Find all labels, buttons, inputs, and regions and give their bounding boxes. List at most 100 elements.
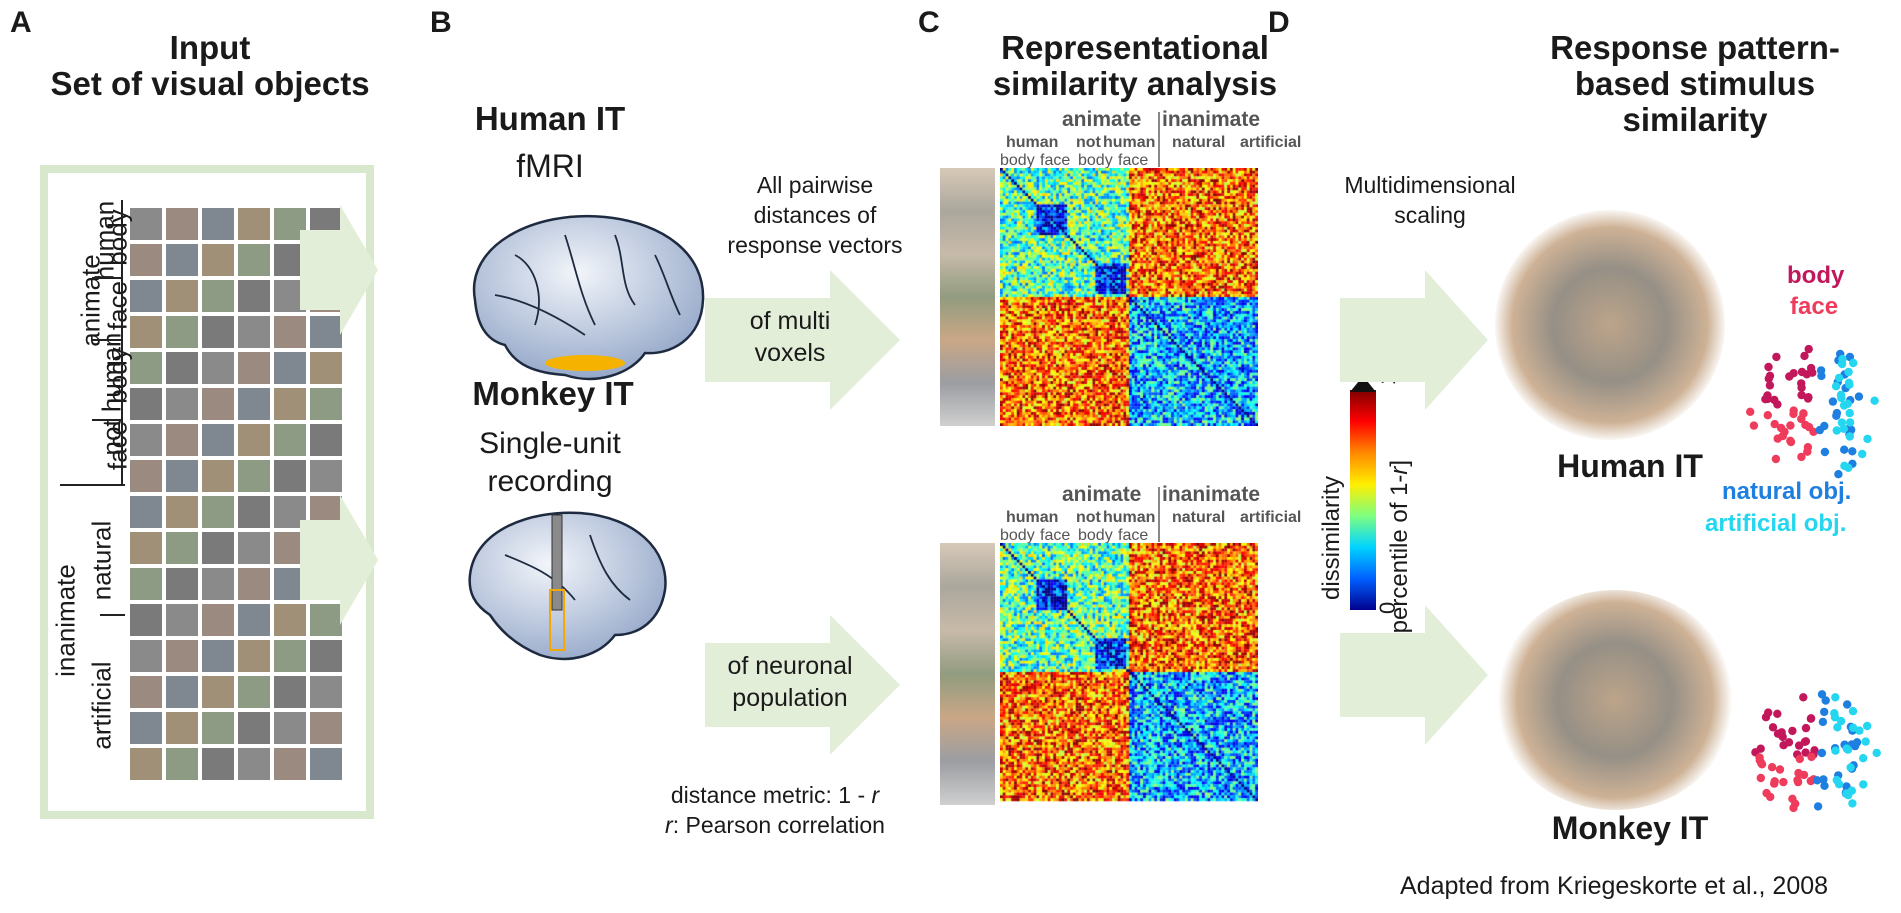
stimulus-thumbnail: [202, 424, 234, 456]
stimulus-thumbnail: [130, 676, 162, 708]
artificial-dot: [1844, 378, 1854, 387]
artificial-dot: [1831, 746, 1840, 755]
rdm-matrix-human: [1000, 168, 1258, 426]
pairwise-line3: response vectors: [727, 232, 903, 258]
arrow2-line1: of neuronal: [727, 652, 853, 680]
panel-a-title-line1: Input: [169, 29, 251, 66]
face-dot: [1793, 775, 1802, 785]
stimulus-thumbnail: [166, 712, 198, 744]
stimulus-thumbnail: [238, 748, 270, 780]
artificial-dot: [1836, 716, 1846, 726]
body-dot: [1761, 713, 1771, 722]
stimulus-thumbnail: [202, 748, 234, 780]
natural-dot: [1817, 748, 1827, 758]
natural-dot: [1843, 700, 1852, 709]
m2-head-human2: human: [1103, 509, 1156, 526]
body-dot: [1772, 352, 1781, 362]
stimulus-thumbnail: [166, 748, 198, 780]
body-dot: [1800, 351, 1809, 361]
body-dot: [1770, 395, 1779, 405]
arrow-a-to-b-top: [300, 205, 378, 335]
arrow-b-to-c-top: [705, 270, 900, 410]
body-dot: [1777, 728, 1786, 737]
stimulus-thumbnail: [274, 748, 306, 780]
mds-text: Multidimensional scaling: [1320, 170, 1540, 230]
human-category-dots: [1746, 344, 1879, 479]
stimulus-thumbnail: [310, 676, 342, 708]
stimulus-thumbnail: [166, 316, 198, 348]
artificial-dot: [1842, 744, 1851, 753]
stimulus-thumbnail: [238, 568, 270, 600]
stimulus-thumbnail: [274, 712, 306, 744]
stimulus-thumbnail: [202, 316, 234, 348]
artificial-dot: [1837, 359, 1847, 369]
stimulus-thumbnail: [310, 352, 342, 384]
body-dot: [1797, 390, 1806, 400]
panel-a-title-line2: Set of visual objects: [50, 65, 370, 102]
stimulus-thumbnail: [202, 460, 234, 492]
stimulus-thumbnail: [274, 604, 306, 636]
m2-head-inanimate: inanimate: [1162, 483, 1261, 506]
matrix2-stimulus-strip: [940, 543, 995, 805]
monkey-it-title: Monkey IT: [472, 375, 634, 412]
natural-dot: [1840, 445, 1849, 454]
pairwise-distance-text: All pairwise distances of response vecto…: [700, 170, 930, 260]
natural-dot: [1817, 690, 1827, 699]
m2-head-natural: natural: [1172, 509, 1226, 526]
monkey-it-label: Monkey IT: [1551, 810, 1709, 846]
stimulus-thumbnail: [202, 640, 234, 672]
natural-dot: [1820, 781, 1829, 790]
natural-dot: [1813, 802, 1823, 811]
face-dot: [1786, 421, 1795, 430]
single-unit-label: Single-unit recording: [450, 425, 650, 501]
stimulus-thumbnail: [130, 352, 162, 384]
colorbar: [1350, 390, 1376, 610]
m2-head-animate: animate: [1062, 483, 1142, 506]
m1-head-body2: body: [1078, 152, 1113, 169]
body-dot: [1764, 362, 1773, 372]
face-dot: [1786, 436, 1795, 445]
body-dot: [1768, 723, 1778, 732]
stimulus-thumbnail: [130, 604, 162, 636]
body-dot: [1801, 748, 1810, 757]
m1-head-human2: human: [1103, 134, 1156, 151]
metric-line2: r: Pearson correlation: [665, 812, 885, 838]
natural-dot: [1820, 447, 1830, 457]
natural-dot: [1818, 717, 1828, 727]
stimulus-thumbnail: [238, 532, 270, 564]
arrow-a-to-b-bottom: [300, 495, 378, 625]
stimulus-thumbnail: [202, 604, 234, 636]
stimulus-thumbnail: [130, 424, 162, 456]
body-dot: [1801, 723, 1811, 733]
natural-dot: [1848, 447, 1857, 456]
panel-a-title: Input Set of visual objects: [40, 30, 380, 102]
stimulus-thumbnail: [130, 460, 162, 492]
m1-head-face2: face: [1118, 152, 1149, 169]
stimulus-thumbnail: [310, 316, 342, 348]
artificial-dot: [1845, 432, 1854, 441]
face-dot: [1797, 452, 1806, 462]
m1-head-body1: body: [1000, 152, 1035, 169]
face-dot: [1801, 420, 1810, 430]
natural-dot: [1834, 470, 1843, 479]
stimulus-thumbnail: [166, 388, 198, 420]
stimulus-thumbnail: [238, 604, 270, 636]
body-dot: [1804, 344, 1813, 354]
m2-head-body2: body: [1078, 527, 1113, 544]
stimulus-thumbnail: [130, 712, 162, 744]
natural-dot: [1820, 707, 1829, 717]
stimulus-thumbnail: [310, 460, 342, 492]
stimulus-thumbnail: [166, 280, 198, 312]
stimulus-thumbnail: [166, 460, 198, 492]
artificial-dot: [1855, 726, 1864, 735]
matrix1-stimulus-strip: [940, 168, 995, 426]
stimulus-thumbnail: [238, 244, 270, 276]
face-dot: [1766, 792, 1775, 802]
face-dot: [1803, 447, 1812, 456]
stimulus-thumbnail: [130, 568, 162, 600]
arrow1-text: of multi voxels: [715, 305, 865, 369]
face-dot: [1775, 765, 1785, 774]
face-dot: [1789, 803, 1798, 813]
panel-d-title: Response pattern- based stimulus similar…: [1530, 30, 1860, 138]
artificial-dot: [1844, 367, 1853, 377]
